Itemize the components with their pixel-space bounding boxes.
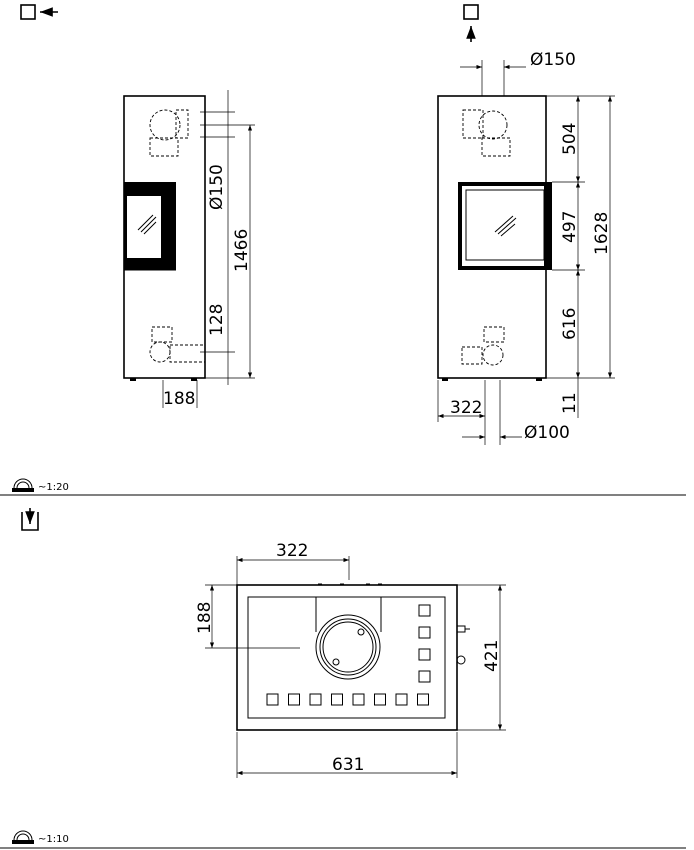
plan-square-marker (418, 670, 431, 683)
side-total-height-label: 1466 (232, 229, 252, 272)
plan-square-marker (418, 604, 431, 617)
plan-square-marker (374, 693, 386, 706)
square-arrow-left-icon (20, 4, 58, 20)
front-top-section-label: 504 (560, 123, 580, 155)
plan-square-marker (352, 693, 365, 706)
plan-square-marker (266, 693, 279, 706)
front-total-height-label: 1628 (592, 212, 612, 255)
front-bottom-diameter-label: Ø100 (524, 423, 570, 443)
side-flue-diameter-label: Ø150 (207, 164, 227, 210)
front-offset-label: 322 (450, 398, 482, 418)
side-bottom-outlet-label: 128 (207, 304, 227, 336)
scale-ruler-icon (12, 830, 34, 844)
plan-square-marker (418, 626, 431, 639)
front-feet-label: 11 (560, 392, 580, 414)
plan-offset-y-label: 188 (195, 602, 215, 634)
plan-offset-x-label: 322 (276, 541, 308, 561)
square-arrow-up-icon (463, 4, 479, 42)
plan-square-marker (331, 693, 343, 706)
plan-square-marker (395, 693, 408, 706)
scale-ruler-icon (12, 478, 34, 492)
scale-label-2: ~1:10 (38, 834, 69, 845)
side-view: Ø150 1466 128 188 (123, 90, 255, 409)
plan-square-marker (417, 693, 429, 706)
front-view: Ø150 504 497 616 1628 11 322 Ø100 (437, 50, 615, 445)
plan-square-marker (309, 693, 322, 706)
plan-depth-label: 421 (482, 640, 502, 672)
plan-square-marker (288, 693, 300, 706)
front-top-diameter-label: Ø150 (530, 50, 576, 70)
side-depth-offset-label: 188 (163, 389, 195, 409)
plan-square-marker (418, 648, 431, 661)
arrow-down-into-box-icon (21, 508, 39, 531)
front-window-height-label: 497 (560, 211, 580, 243)
front-bottom-section-label: 616 (560, 308, 580, 340)
plan-view: 322 188 421 631 (195, 541, 506, 778)
scale-label-1: ~1:20 (38, 482, 69, 493)
plan-width-label: 631 (332, 755, 364, 775)
